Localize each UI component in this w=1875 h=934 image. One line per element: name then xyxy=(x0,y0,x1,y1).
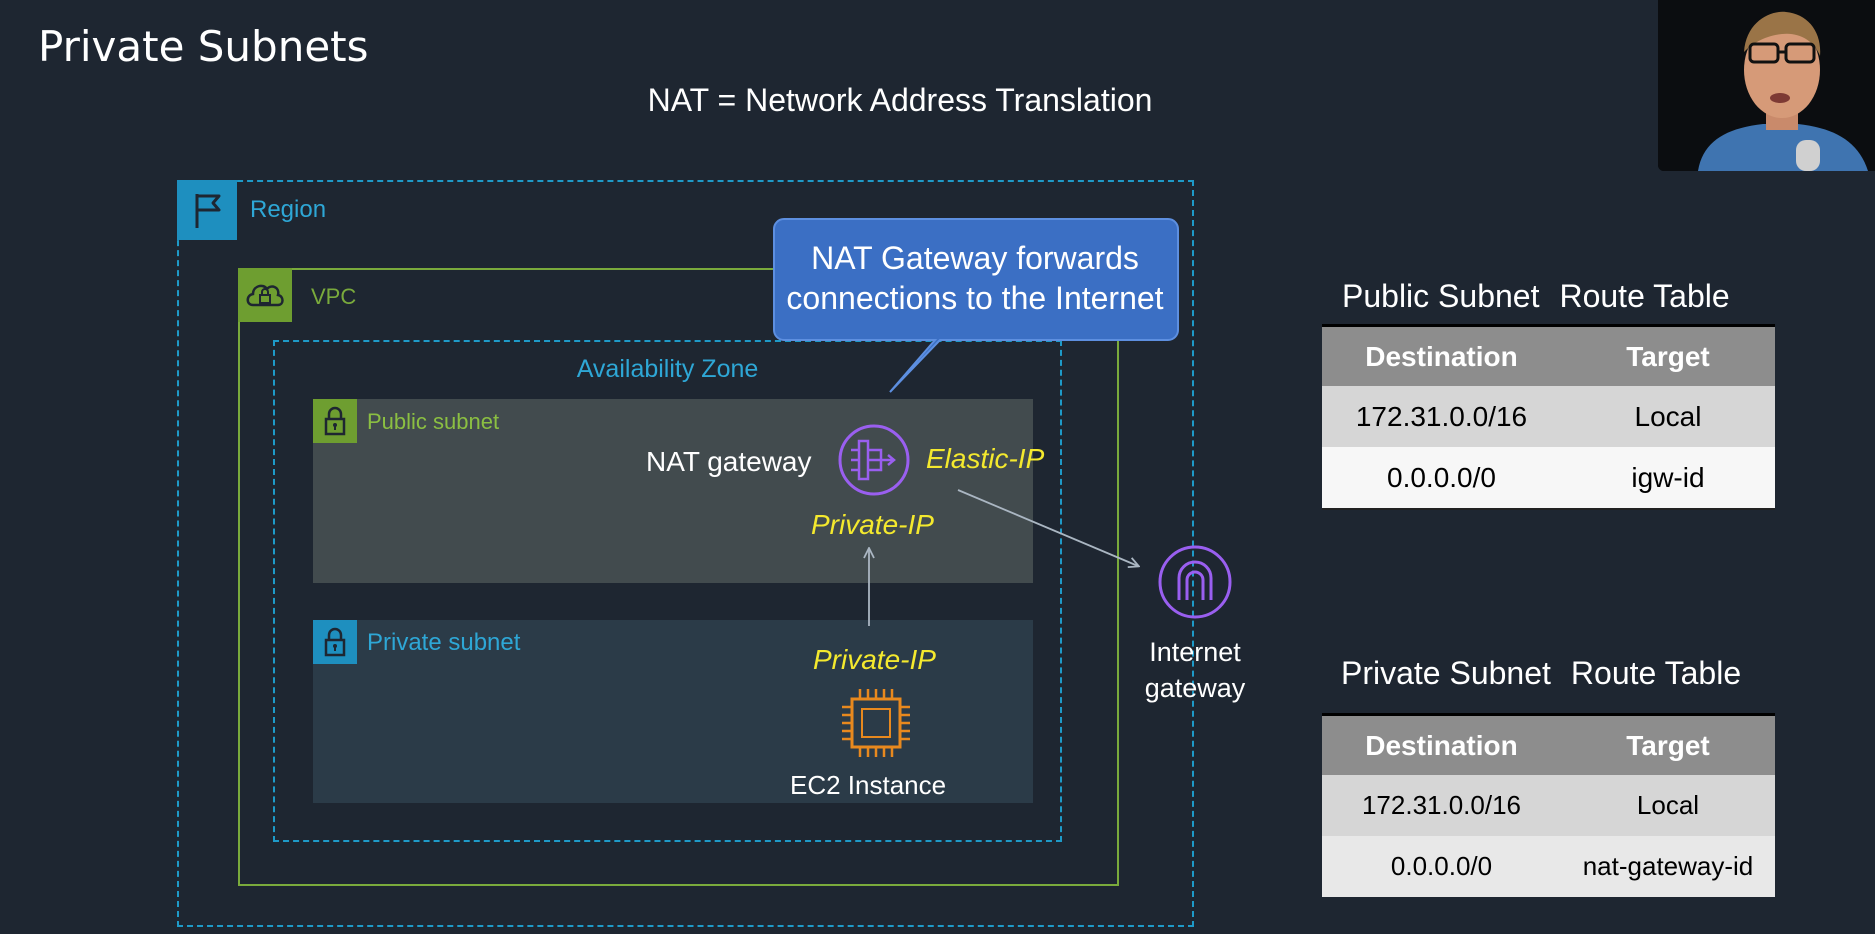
private-route-table: Destination Target 172.31.0.0/16 Local 0… xyxy=(1322,713,1775,897)
lock-icon xyxy=(313,399,357,443)
column-header-destination: Destination xyxy=(1322,324,1561,386)
private-subnet xyxy=(313,620,1033,803)
private-subnet-label: Private subnet xyxy=(367,629,521,656)
internet-gateway-label-line2: gateway xyxy=(1144,673,1246,703)
table-row: 172.31.0.0/16 Local xyxy=(1322,775,1775,836)
internet-gateway-icon xyxy=(1158,545,1232,619)
internet-gateway-label-line1: Internet xyxy=(1149,637,1241,667)
nat-gateway-label: NAT gateway xyxy=(646,446,812,477)
callout-bubble xyxy=(773,218,1179,393)
nat-gateway-icon xyxy=(838,424,910,496)
region-boundary xyxy=(177,180,1194,927)
vpc-boundary xyxy=(238,268,1119,886)
target-cell: Local xyxy=(1561,386,1775,447)
ec2-instance-label: EC2 Instance xyxy=(790,770,947,800)
slide-title: Private Subnets xyxy=(38,22,369,71)
public-route-table-caption: Public Subnet Route Table xyxy=(1342,278,1730,315)
column-header-target: Target xyxy=(1561,713,1775,775)
vpc-label: VPC xyxy=(311,284,357,309)
table-row: 0.0.0.0/0 igw-id xyxy=(1322,447,1775,510)
nat-private-ip-label: Private-IP xyxy=(811,509,934,540)
presenter-webcam xyxy=(1658,0,1875,171)
destination-cell: 0.0.0.0/0 xyxy=(1322,836,1561,897)
slide-subtitle: NAT = Network Address Translation xyxy=(647,82,1153,118)
callout-line1: NAT Gateway forwards xyxy=(811,240,1139,276)
internet-gateway-label: Internet gateway xyxy=(1120,634,1270,706)
destination-cell: 172.31.0.0/16 xyxy=(1322,386,1561,447)
private-route-table-caption-left: Private Subnet xyxy=(1341,655,1551,691)
target-cell: igw-id xyxy=(1561,447,1775,510)
table-header-row: Destination Target xyxy=(1322,713,1775,775)
elastic-ip-label: Elastic-IP xyxy=(926,443,1045,474)
column-header-target: Target xyxy=(1561,324,1775,386)
destination-cell: 172.31.0.0/16 xyxy=(1322,775,1561,836)
availability-zone-boundary xyxy=(273,340,1062,842)
callout-line2: connections to the Internet xyxy=(786,280,1164,316)
public-route-table-caption-right: Route Table xyxy=(1559,278,1730,314)
destination-cell: 0.0.0.0/0 xyxy=(1322,447,1561,510)
cloud-lock-icon xyxy=(238,268,292,322)
table-row: 172.31.0.0/16 Local xyxy=(1322,386,1775,447)
target-cell: Local xyxy=(1561,775,1775,836)
public-subnet xyxy=(313,399,1033,583)
lock-icon xyxy=(313,620,357,664)
target-cell: nat-gateway-id xyxy=(1561,836,1775,897)
private-route-table-caption-right: Route Table xyxy=(1570,655,1742,691)
public-route-table-caption-left: Public Subnet xyxy=(1342,278,1540,314)
public-route-table: Destination Target 172.31.0.0/16 Local 0… xyxy=(1322,324,1775,510)
region-label: Region xyxy=(250,196,327,223)
public-subnet-label: Public subnet xyxy=(367,409,500,434)
ec2-private-ip-label: Private-IP xyxy=(813,644,936,675)
callout-text: NAT Gateway forwards connections to the … xyxy=(775,238,1175,318)
chip-icon xyxy=(842,689,910,757)
table-row: 0.0.0.0/0 nat-gateway-id xyxy=(1322,836,1775,897)
table-header-row: Destination Target xyxy=(1322,324,1775,386)
column-header-destination: Destination xyxy=(1322,713,1561,775)
availability-zone-label: Availability Zone xyxy=(576,355,759,383)
flag-icon xyxy=(177,180,237,240)
private-route-table-caption: Private Subnet Route Table xyxy=(1341,655,1741,692)
